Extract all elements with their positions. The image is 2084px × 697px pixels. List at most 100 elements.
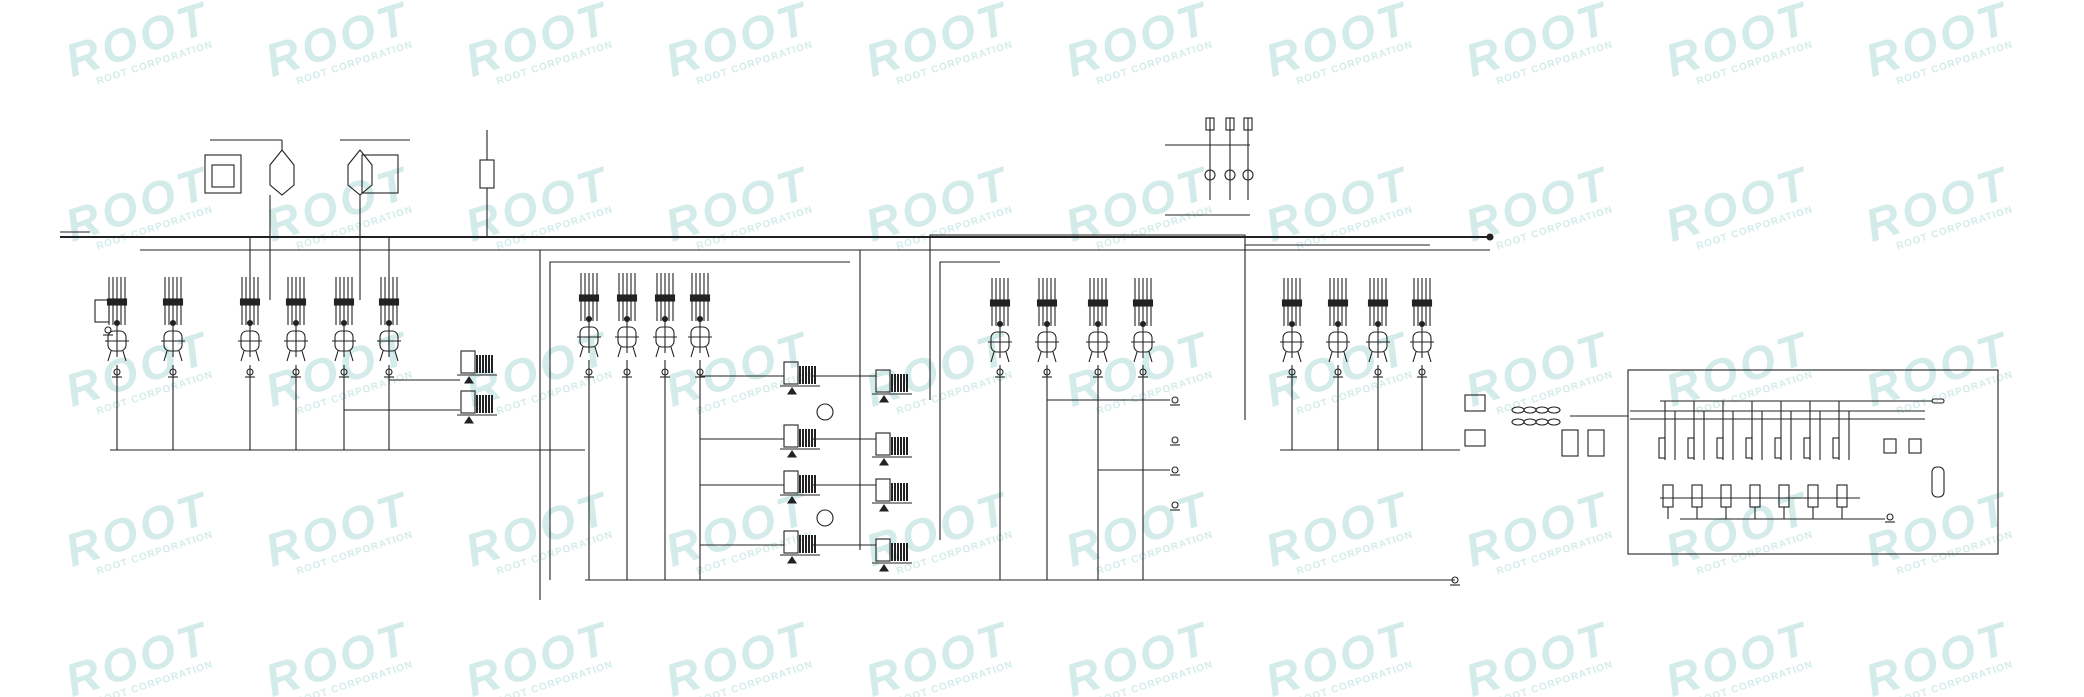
filling-valve — [1803, 437, 1811, 459]
valve-icon — [620, 294, 626, 302]
valve-icon — [590, 294, 596, 302]
pump-icon — [1418, 368, 1426, 376]
valve-icon — [118, 298, 124, 306]
valve-icon — [594, 294, 600, 302]
pump-icon — [786, 556, 798, 564]
valve-icon — [251, 298, 257, 306]
valve-icon — [654, 294, 660, 302]
transfer-line — [549, 261, 850, 580]
valve-icon — [1383, 299, 1389, 307]
valve-icon — [285, 298, 291, 306]
pump-icon — [463, 416, 475, 424]
valve-icon — [1335, 299, 1341, 307]
dosing-pump — [1224, 169, 1236, 181]
cyclone-separator — [347, 149, 373, 196]
hopper — [1243, 117, 1253, 131]
reactor-leg — [705, 346, 710, 358]
filling-valve — [1658, 437, 1666, 459]
pump-icon — [585, 368, 593, 376]
reactor-leg — [255, 350, 260, 362]
valve-icon — [1367, 299, 1373, 307]
pump-icon — [878, 395, 890, 403]
filter-cartridge — [1547, 418, 1561, 426]
reactor-leg — [1383, 351, 1388, 363]
reactor-leg — [122, 350, 127, 362]
valve-icon — [243, 298, 249, 306]
pump-unit — [94, 299, 110, 323]
valve-icon — [1281, 299, 1287, 307]
filter-press-frame — [783, 424, 799, 448]
filter-cartridge — [1547, 406, 1561, 414]
valve-icon — [616, 294, 622, 302]
valve-icon — [586, 294, 592, 302]
valve-icon — [1423, 299, 1429, 307]
control-box — [1883, 438, 1897, 454]
filter-cartridge — [1511, 418, 1525, 426]
reactor-leg — [617, 346, 622, 358]
valve-icon — [390, 298, 396, 306]
pump-icon — [292, 368, 300, 376]
valve-icon — [1371, 299, 1377, 307]
reactor-leg — [394, 350, 399, 362]
reactor-leg — [1368, 351, 1373, 363]
pump-icon — [340, 368, 348, 376]
valve-icon — [997, 299, 1003, 307]
reactor-leg — [240, 350, 245, 362]
pump-icon — [661, 368, 669, 376]
reactor-leg — [107, 350, 112, 362]
pump-icon — [169, 368, 177, 376]
outlet-icon — [1931, 398, 1945, 404]
valve-icon — [1048, 299, 1054, 307]
pump-icon — [1094, 368, 1102, 376]
valve-icon — [301, 298, 307, 306]
pump-icon — [1334, 368, 1342, 376]
reactor-leg — [1148, 351, 1153, 363]
valve-icon — [689, 294, 695, 302]
valve-icon — [114, 298, 120, 306]
filter-press-frame — [875, 369, 891, 393]
filter-cartridge — [1535, 406, 1549, 414]
valve-icon — [1343, 299, 1349, 307]
valve-icon — [345, 298, 351, 306]
filter-cartridge — [1511, 406, 1525, 414]
reactor-leg — [1005, 351, 1010, 363]
valve-icon — [333, 298, 339, 306]
storage-tank — [479, 159, 495, 189]
filter-press-frame — [783, 361, 799, 385]
control-box — [1908, 438, 1922, 454]
valve-icon — [993, 299, 999, 307]
reactor-leg — [1037, 351, 1042, 363]
valve-icon — [378, 298, 384, 306]
filling-machine — [1749, 484, 1761, 508]
weighing-tank — [204, 154, 242, 194]
valve-icon — [239, 298, 245, 306]
valve-icon — [349, 298, 355, 306]
valve-icon — [1036, 299, 1042, 307]
valve-icon — [1144, 299, 1150, 307]
valve-icon — [1005, 299, 1011, 307]
hopper — [1205, 117, 1215, 131]
valve-icon — [1339, 299, 1345, 307]
reactor-leg — [1133, 351, 1138, 363]
reactor-leg — [1103, 351, 1108, 363]
reactor-leg — [670, 346, 675, 358]
pump-icon — [1451, 576, 1459, 584]
valve-icon — [1293, 299, 1299, 307]
filter-cartridge — [1523, 418, 1537, 426]
valve-icon — [578, 294, 584, 302]
valve-icon — [1044, 299, 1050, 307]
valve-icon — [174, 298, 180, 306]
reactor-leg — [655, 346, 660, 358]
valve-icon — [178, 298, 184, 306]
pump-icon — [1171, 466, 1179, 474]
filling-machine — [1836, 484, 1848, 508]
reactor-leg — [286, 350, 291, 362]
filter-press-frame — [460, 390, 476, 414]
pump-icon — [1171, 436, 1179, 444]
pump-icon — [786, 450, 798, 458]
filter-cartridge — [1535, 418, 1549, 426]
header-end-icon — [1486, 233, 1494, 241]
buffer-tank — [1561, 429, 1579, 457]
pump-icon — [1139, 368, 1147, 376]
valve-icon — [1415, 299, 1421, 307]
